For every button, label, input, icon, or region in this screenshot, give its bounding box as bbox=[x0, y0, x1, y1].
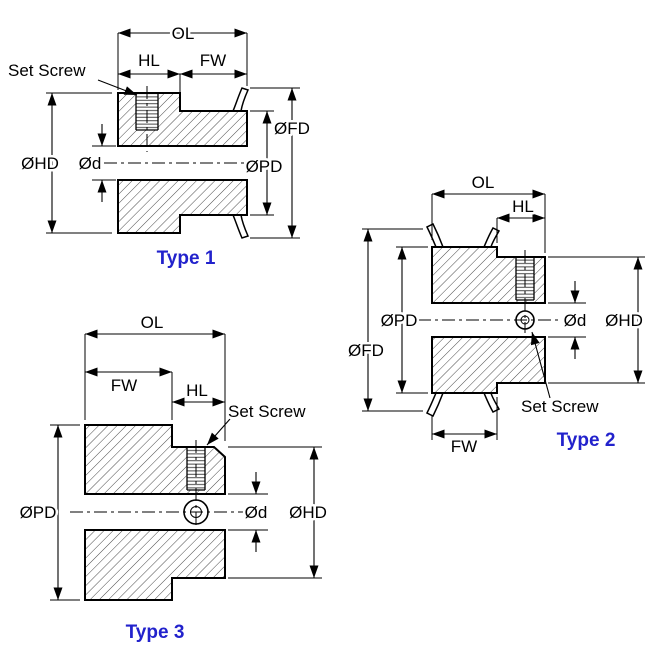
type2-hub-diameter-label: ØHD bbox=[605, 311, 643, 330]
type2-flange-top-left bbox=[425, 222, 445, 248]
type1-flange-top bbox=[231, 87, 250, 112]
type3-bore-diameter-label: Ød bbox=[245, 503, 268, 522]
type1-cross-section bbox=[104, 86, 262, 239]
type-2-view: OL HL ØPD ØFD Ød ØHD FW Set Screw Type 2 bbox=[346, 171, 646, 459]
type2-flange-bottom-right bbox=[482, 392, 501, 413]
type3-fw-label: FW bbox=[111, 376, 137, 395]
type1-fw-label: FW bbox=[200, 51, 226, 70]
type3-pitch-diameter-label: ØPD bbox=[20, 503, 57, 522]
type1-caption: Type 1 bbox=[157, 248, 216, 269]
type2-flange-bottom-left bbox=[425, 392, 445, 418]
type3-set-screw-leader bbox=[206, 418, 231, 446]
type3-set-screw-label: Set Screw bbox=[228, 402, 306, 421]
type2-fw-label: FW bbox=[451, 437, 477, 456]
type1-set-screw-label: Set Screw bbox=[8, 61, 86, 80]
type2-set-screw-leader bbox=[530, 331, 551, 399]
type3-dimensions bbox=[50, 329, 322, 601]
type-1-view: OL HL FW Set Screw ØHD Ød ØPD ØFD Type 1 bbox=[6, 22, 313, 270]
type1-flange-diameter-label: ØFD bbox=[274, 119, 310, 138]
type1-flange-bottom bbox=[231, 214, 250, 239]
type3-cross-section bbox=[70, 424, 245, 601]
type1-pitch-diameter-label: ØPD bbox=[246, 157, 283, 176]
type1-hub-diameter-label: ØHD bbox=[21, 154, 59, 173]
type1-ol-label: OL bbox=[172, 24, 195, 43]
type2-set-screw-label: Set Screw bbox=[521, 397, 599, 416]
type2-cross-section bbox=[418, 222, 560, 418]
type2-caption: Type 2 bbox=[557, 430, 616, 451]
type2-flange-diameter-label: ØFD bbox=[348, 341, 384, 360]
type1-set-screw-leader bbox=[97, 79, 138, 96]
type3-hl-label: HL bbox=[186, 381, 208, 400]
type2-dimensions bbox=[362, 189, 645, 440]
type2-ol-label: OL bbox=[472, 173, 495, 192]
type1-dimensions bbox=[46, 28, 300, 239]
type2-pitch-diameter-label: ØPD bbox=[381, 311, 418, 330]
type3-caption: Type 3 bbox=[126, 622, 185, 643]
type3-hub-diameter-label: ØHD bbox=[289, 503, 327, 522]
type2-hl-label: HL bbox=[512, 197, 534, 216]
type3-ol-label: OL bbox=[141, 313, 164, 332]
type1-bore-diameter-label: Ød bbox=[79, 154, 102, 173]
type1-hl-label: HL bbox=[138, 51, 160, 70]
type-3-view: OL FW HL Set Screw ØPD Ød ØHD Type 3 bbox=[17, 311, 329, 644]
type2-flange-top-right bbox=[482, 227, 501, 248]
type2-bore-diameter-label: Ød bbox=[564, 311, 587, 330]
